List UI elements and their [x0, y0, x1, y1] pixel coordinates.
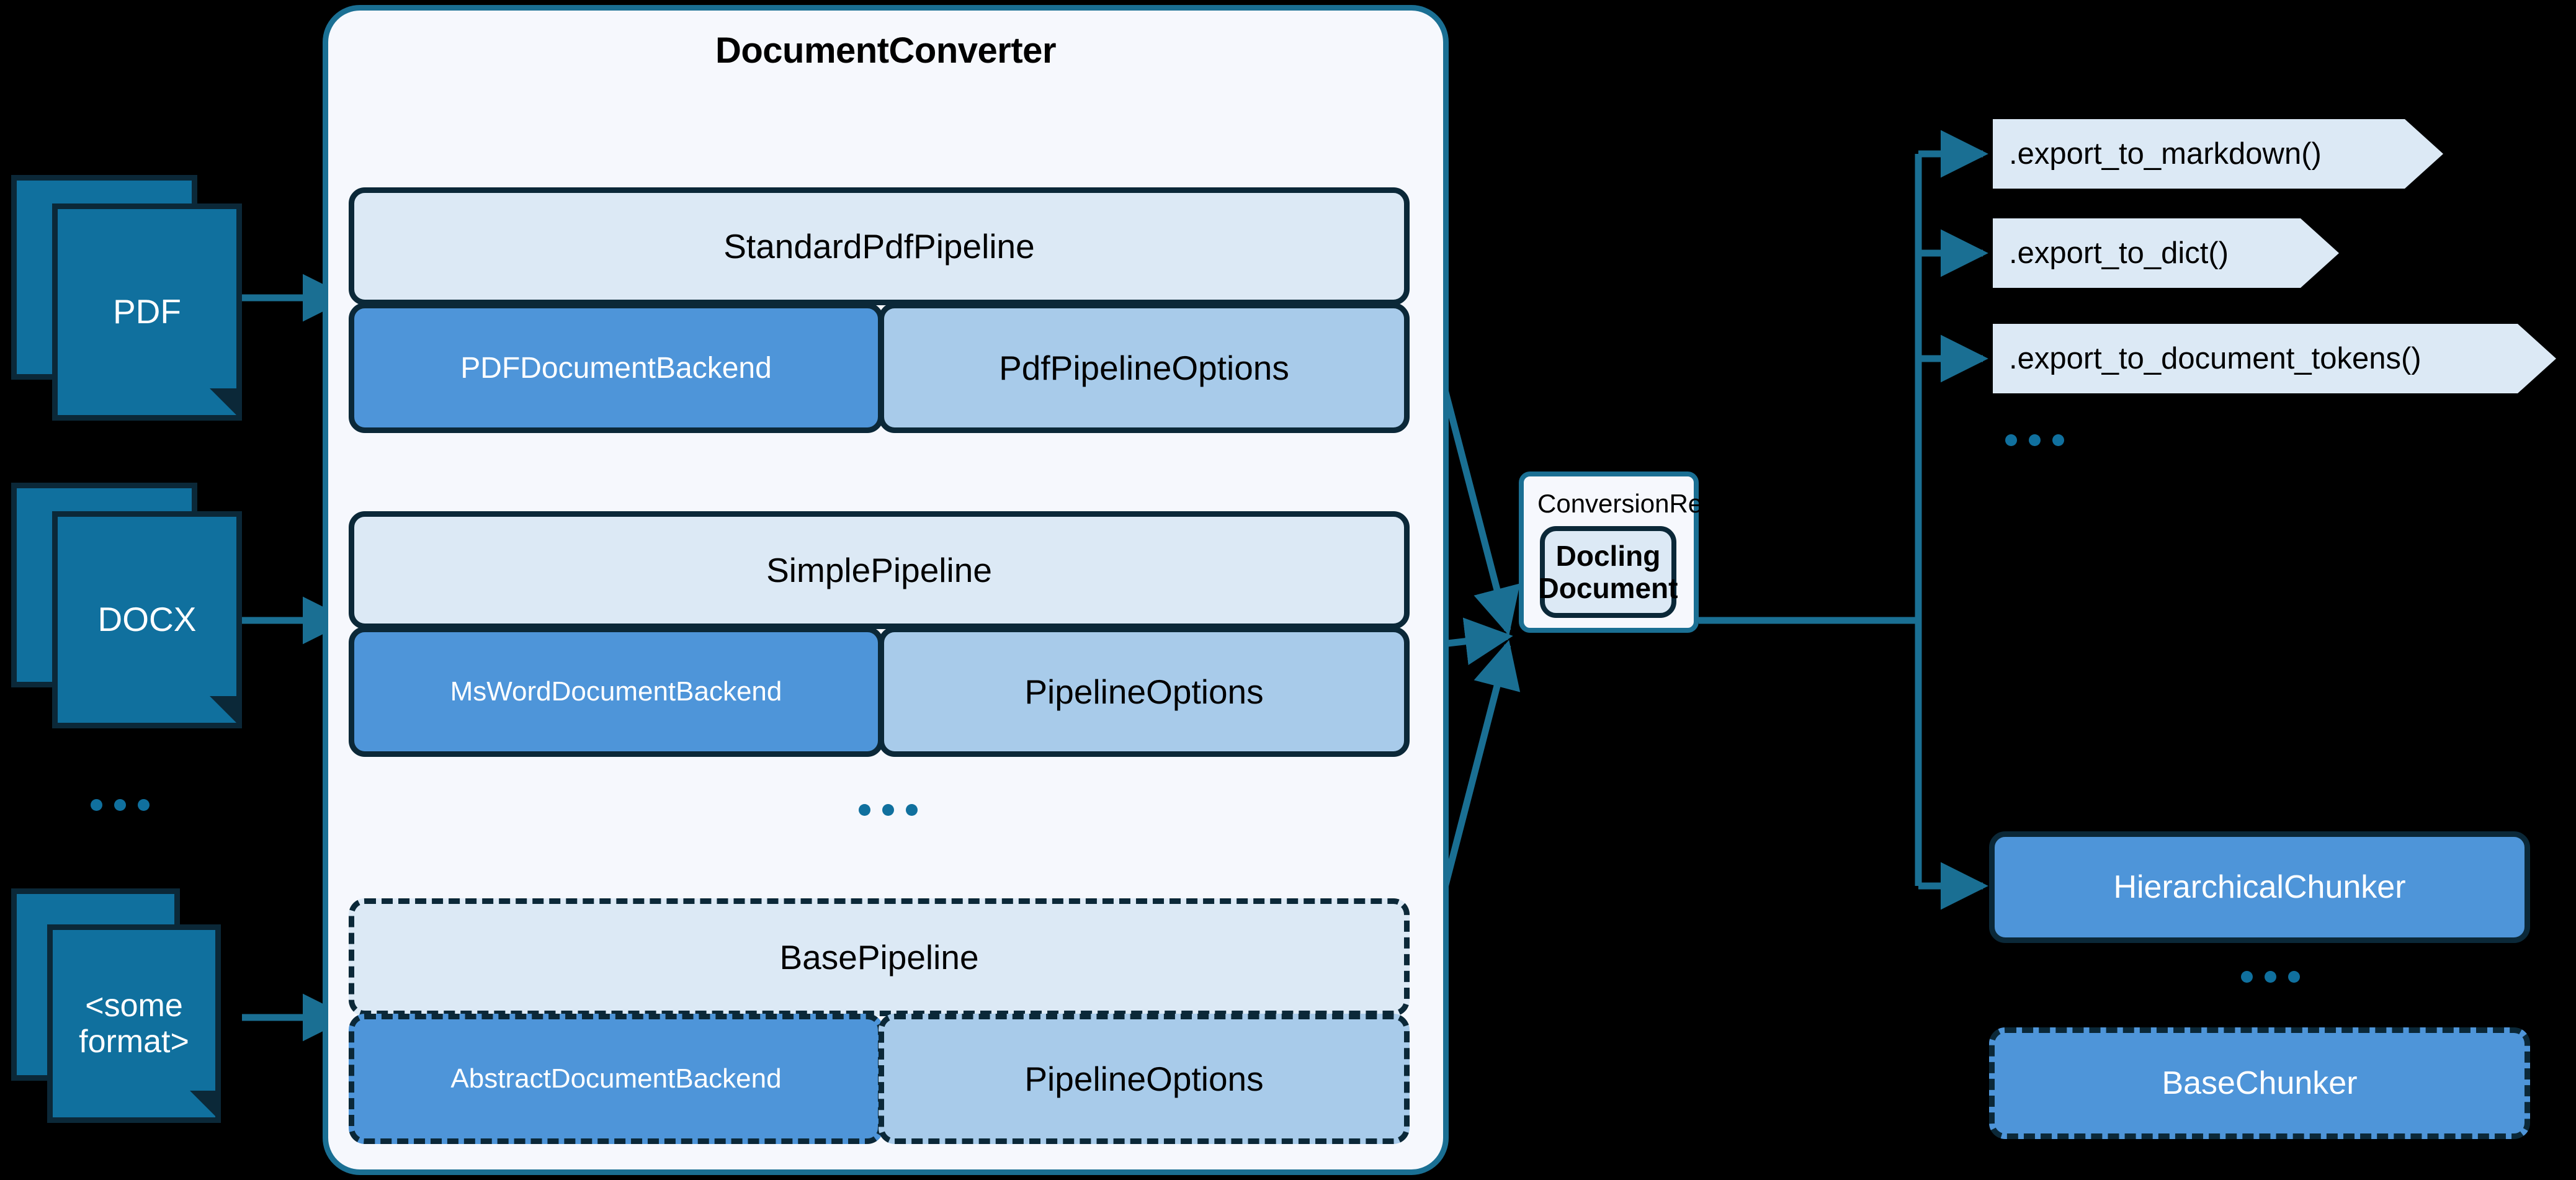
document-converter-title: DocumentConverter: [715, 30, 1057, 71]
input-some-format-label-line1: <some: [85, 987, 183, 1024]
pipeline-backend-msworddocumentbackend[interactable]: MsWordDocumentBackend: [349, 627, 883, 757]
pipeline-options-pipelineoptions[interactable]: PipelineOptions: [879, 627, 1410, 757]
docling-document-box[interactable]: Docling Document: [1538, 526, 1678, 618]
base-chunker-box[interactable]: BaseChunker: [1989, 1027, 2530, 1139]
pipeline-group-simplepipeline[interactable]: SimplePipeline MsWordDocumentBackend Pip…: [349, 511, 1410, 759]
exports-ellipsis: [2005, 434, 2064, 446]
export-markdown-label: .export_to_markdown(): [2009, 137, 2322, 171]
pipeline-name-standardpdfpipeline: StandardPdfPipeline: [349, 187, 1410, 305]
document-front-sheet: <some format>: [47, 924, 221, 1123]
input-some-format-icon[interactable]: <some format>: [11, 888, 242, 1132]
pipeline-group-basepipeline[interactable]: BasePipeline AbstractDocumentBackend Pip…: [349, 898, 1410, 1146]
page-fold-corner-icon: [190, 1091, 221, 1122]
export-markdown-chevron[interactable]: .export_to_markdown(): [1993, 119, 2443, 189]
export-dict-chevron[interactable]: .export_to_dict(): [1993, 218, 2339, 288]
pipeline-backend-pdfdocumentbackend[interactable]: PDFDocumentBackend: [349, 303, 883, 433]
pipeline-name-basepipeline: BasePipeline: [349, 898, 1410, 1016]
inputs-ellipsis: [91, 799, 150, 811]
pipeline-name-simplepipeline: SimplePipeline: [349, 511, 1410, 629]
pipeline-group-standardpdfpipeline[interactable]: StandardPdfPipeline PDFDocumentBackend P…: [349, 187, 1410, 436]
conversion-result-label: ConversionResult: [1537, 489, 1743, 518]
hierarchical-chunker-box[interactable]: HierarchicalChunker: [1989, 831, 2530, 943]
page-fold-corner-icon: [210, 696, 242, 728]
docling-document-line1: Docling: [1555, 539, 1661, 572]
pipelines-ellipsis: [859, 804, 918, 816]
pipeline-backend-abstractdocumentbackend[interactable]: AbstractDocumentBackend: [349, 1014, 883, 1144]
export-document-tokens-chevron[interactable]: .export_to_document_tokens(): [1993, 324, 2556, 393]
pipeline-options-pipelineoptions-base[interactable]: PipelineOptions: [879, 1014, 1410, 1144]
document-front-sheet: PDF: [52, 203, 242, 421]
base-chunker-label: BaseChunker: [2162, 1065, 2358, 1101]
chunkers-ellipsis: [2241, 971, 2300, 983]
export-dict-label: .export_to_dict(): [2009, 236, 2229, 270]
input-pdf-icon[interactable]: PDF: [11, 175, 242, 421]
page-fold-corner-icon: [210, 388, 242, 421]
docling-document-line2: Document: [1538, 572, 1678, 604]
pipeline-options-pdfpipelineoptions[interactable]: PdfPipelineOptions: [879, 303, 1410, 433]
input-docx-label: DOCX: [97, 600, 197, 639]
export-document-tokens-label: .export_to_document_tokens(): [2009, 342, 2422, 375]
document-front-sheet: DOCX: [52, 511, 242, 728]
input-docx-icon[interactable]: DOCX: [11, 483, 242, 728]
input-pdf-label: PDF: [113, 292, 181, 331]
input-some-format-label-line2: format>: [79, 1024, 189, 1060]
hierarchical-chunker-label: HierarchicalChunker: [2113, 869, 2406, 905]
